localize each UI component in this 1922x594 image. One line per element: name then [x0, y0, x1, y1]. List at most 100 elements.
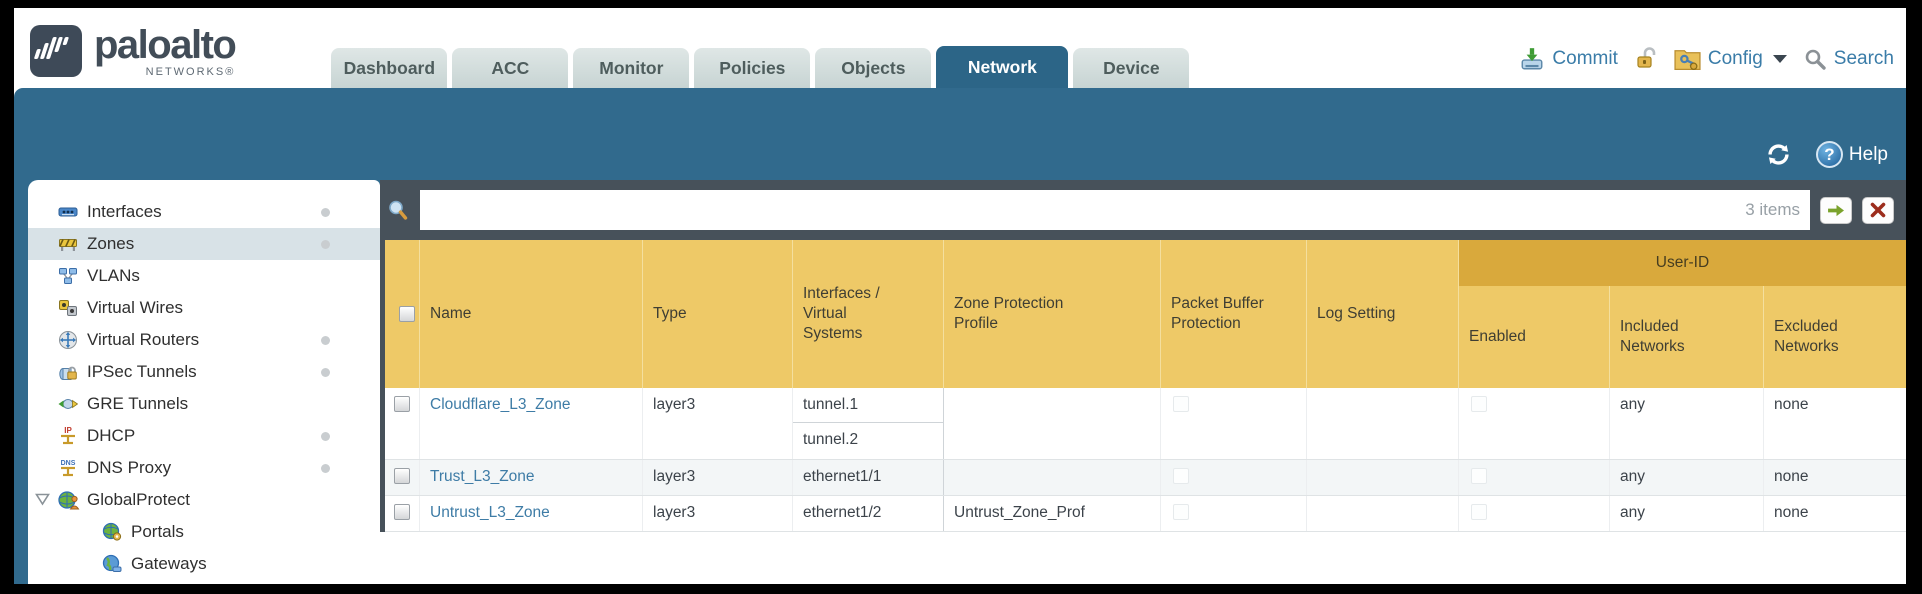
tab-device[interactable]: Device — [1073, 48, 1190, 88]
zone-name-cell: Cloudflare_L3_Zone — [420, 388, 643, 459]
zone-name-link[interactable]: Cloudflare_L3_Zone — [430, 396, 571, 413]
table-row: Untrust_L3_Zone layer3 ethernet1/2 Untru… — [385, 496, 1906, 532]
sidebar-item-dns-proxy[interactable]: DNS DNS Proxy — [28, 452, 380, 484]
zone-name-link[interactable]: Untrust_L3_Zone — [430, 504, 550, 521]
sidebar-item-label: Virtual Routers — [87, 330, 200, 349]
tab-dashboard[interactable]: Dashboard — [331, 48, 448, 88]
column-header-excluded-networks[interactable]: Excluded Networks — [1774, 318, 1839, 355]
interface-entry: tunnel.1 — [793, 388, 943, 423]
column-header-enabled[interactable]: Enabled — [1459, 286, 1610, 388]
user-id-enabled-checkbox[interactable] — [1471, 504, 1487, 520]
help-button[interactable]: ? Help — [1815, 141, 1888, 168]
commit-button[interactable]: Commit — [1519, 46, 1618, 72]
apply-filter-button[interactable] — [1820, 196, 1852, 224]
user-id-enabled-cell — [1459, 460, 1610, 495]
zone-name-cell: Trust_L3_Zone — [420, 460, 643, 495]
virtual-wires-icon — [58, 298, 80, 318]
row-checkbox[interactable] — [394, 504, 410, 520]
sidebar-item-vlans[interactable]: VLANs — [28, 260, 380, 292]
column-header-included-networks[interactable]: Included Networks — [1610, 286, 1764, 388]
globalprotect-icon — [58, 490, 80, 510]
tab-monitor[interactable]: Monitor — [573, 48, 690, 88]
interface-entry: ethernet1/1 — [803, 468, 882, 485]
dhcp-icon: IP — [58, 426, 80, 446]
top-header: paloalto NETWORKS® Dashboard ACC Monitor… — [14, 8, 1906, 88]
column-header-interfaces[interactable]: Interfaces / Virtual Systems — [793, 240, 944, 388]
tab-objects[interactable]: Objects — [815, 48, 932, 88]
included-networks-cell: any — [1610, 460, 1764, 495]
packet-buffer-checkbox[interactable] — [1173, 468, 1189, 484]
zone-protection-profile-cell: Untrust_Zone_Prof — [944, 496, 1161, 531]
log-setting-cell — [1307, 388, 1459, 459]
select-all-checkbox[interactable] — [399, 306, 415, 322]
paloalto-logo: paloalto NETWORKS® — [30, 25, 237, 78]
chevron-down-icon — [1772, 55, 1787, 63]
sidebar-item-ipsec-tunnels[interactable]: IPSec Tunnels — [28, 356, 380, 388]
green-arrow-icon — [1827, 204, 1844, 216]
user-id-enabled-cell — [1459, 496, 1610, 531]
sidebar-item-label: VLANs — [87, 266, 140, 285]
gateways-icon — [102, 554, 124, 574]
vlans-icon — [58, 266, 80, 286]
lock-icon[interactable] — [1634, 46, 1658, 72]
search-button[interactable]: Search — [1803, 47, 1894, 71]
items-count: 3 items — [1745, 200, 1800, 219]
zone-name-link[interactable]: Trust_L3_Zone — [430, 468, 535, 485]
config-label: Config — [1707, 48, 1763, 69]
column-header-log-setting[interactable]: Log Setting — [1307, 240, 1459, 388]
sidebar-item-globalprotect[interactable]: GlobalProtect — [28, 484, 380, 516]
user-id-enabled-checkbox[interactable] — [1471, 396, 1487, 412]
excluded-networks-cell: none — [1774, 504, 1809, 521]
table-row: Cloudflare_L3_Zone layer3 tunnel.1 tunne… — [385, 388, 1906, 460]
tab-acc[interactable]: ACC — [452, 48, 569, 88]
column-header-packet-buffer-protection[interactable]: Packet Buffer Protection — [1161, 240, 1307, 388]
sidebar-item-interfaces[interactable]: Interfaces — [28, 196, 380, 228]
row-checkbox[interactable] — [394, 396, 410, 412]
user-id-group-header: User-ID — [1459, 240, 1906, 286]
item-count-dot — [321, 240, 330, 249]
red-x-icon — [1870, 202, 1886, 218]
packet-buffer-checkbox[interactable] — [1173, 504, 1189, 520]
content-row: Interfaces Zones VLANs — [14, 180, 1906, 584]
page-background: ? Help Interfaces Zones — [14, 88, 1906, 584]
packet-buffer-checkbox[interactable] — [1173, 396, 1189, 412]
sidebar-item-gateways[interactable]: Gateways — [28, 548, 380, 580]
included-networks-cell: any — [1610, 388, 1764, 459]
sidebar-item-virtual-routers[interactable]: Virtual Routers — [28, 324, 380, 356]
sidebar-item-gre-tunnels[interactable]: GRE Tunnels — [28, 388, 380, 420]
packet-buffer-protection-cell — [1161, 496, 1307, 531]
tab-network[interactable]: Network — [936, 46, 1069, 88]
help-icon: ? — [1815, 141, 1843, 168]
sidebar-item-label: Interfaces — [87, 202, 162, 221]
user-id-enabled-checkbox[interactable] — [1471, 468, 1487, 484]
dns-proxy-icon: DNS — [58, 458, 80, 478]
sidebar-item-label: GlobalProtect — [87, 490, 190, 509]
table-header: Name Type Interfaces / Virtual Systems Z… — [385, 240, 1906, 388]
column-header-type[interactable]: Type — [643, 240, 793, 388]
clear-filter-button[interactable] — [1862, 196, 1894, 224]
interface-entry: ethernet1/2 — [803, 504, 882, 521]
item-count-dot — [321, 464, 330, 473]
filter-bar: 3 items — [380, 180, 1906, 240]
commit-label: Commit — [1552, 48, 1618, 69]
interfaces-icon — [58, 202, 80, 222]
gre-tunnels-icon — [58, 394, 80, 414]
sidebar-item-zones[interactable]: Zones — [28, 228, 380, 260]
zone-interfaces-cell: ethernet1/1 — [793, 460, 944, 495]
sidebar-item-portals[interactable]: Portals — [28, 516, 380, 548]
filter-input[interactable] — [430, 200, 1738, 220]
sidebar-item-label: Zones — [87, 234, 135, 253]
sidebar-item-virtual-wires[interactable]: Virtual Wires — [28, 292, 380, 324]
config-icon — [1674, 47, 1701, 71]
header-select-cell — [385, 240, 420, 388]
log-setting-cell — [1307, 496, 1459, 531]
sidebar-item-dhcp[interactable]: IP DHCP — [28, 420, 380, 452]
column-header-zone-protection-profile[interactable]: Zone Protection Profile — [944, 240, 1161, 388]
tab-policies[interactable]: Policies — [694, 48, 811, 88]
row-checkbox[interactable] — [394, 468, 410, 484]
config-menu-button[interactable]: Config — [1674, 47, 1787, 71]
expand-triangle-icon[interactable] — [35, 493, 50, 506]
zone-protection-profile-cell — [944, 388, 1161, 459]
refresh-icon[interactable] — [1765, 141, 1792, 168]
column-header-name[interactable]: Name — [420, 240, 643, 388]
